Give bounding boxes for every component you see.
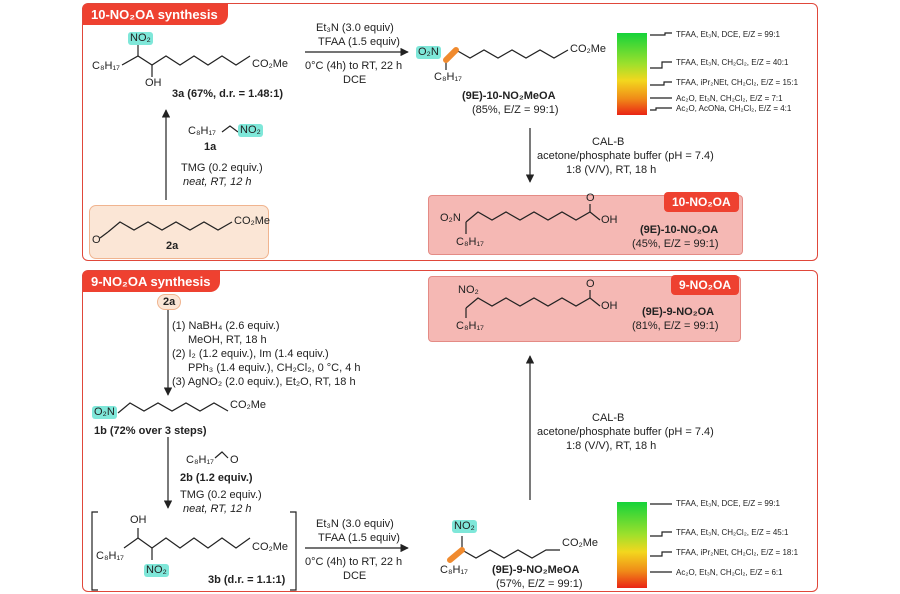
ester9-name: (9E)-9-NO₂MeOA	[492, 564, 580, 576]
ez-top-4: Ac₂O, Et₃N, CH₂Cl₂, E/Z = 7:1	[676, 94, 783, 103]
ald-o: O	[230, 454, 239, 466]
int-c8-label: C₈H₁₇	[92, 60, 120, 72]
cond2-line3: 0°C (4h) to RT, 22 h	[305, 60, 403, 72]
ester-c8: C₈H₁₇	[434, 71, 462, 83]
cond5-line2: TFAA (1.5 equiv)	[318, 532, 400, 544]
cond5-line3: 0°C (4h) to RT, 22 h	[305, 556, 403, 568]
cond2-line4: DCE	[343, 74, 367, 86]
reagent-1a-label: 1a	[204, 141, 217, 153]
prod9-c8: C₈H₁₇	[456, 320, 484, 332]
ez-top-5: Ac₂O, AcONa, CH₂Cl₂, E/Z = 4:1	[676, 104, 792, 113]
prod-name: (9E)-10-NO₂OA	[640, 224, 719, 236]
cond4-line2: neat, RT, 12 h	[183, 503, 252, 515]
panel-title: 10-NO₂OA synthesis	[83, 4, 228, 25]
ez-top-3: TFAA, iPr₂NEt, CH₂Cl₂, E/Z = 15:1	[676, 78, 799, 87]
ester-o2n: O₂N	[416, 46, 441, 59]
ez-bot-3: TFAA, iPr₂NEt, CH₂Cl₂, E/Z = 18:1	[676, 548, 799, 557]
cond3-line1: CAL-B	[592, 136, 625, 148]
ez-gradient-bottom	[617, 502, 647, 588]
prod9-oh: OH	[601, 300, 618, 312]
cond5-line1: Et₃N (3.0 equiv)	[316, 518, 394, 530]
prod9-o: O	[586, 278, 595, 290]
cond2-line2: TFAA (1.5 equiv)	[318, 36, 400, 48]
ez-top-2: TFAA, Et₃N, CH₂Cl₂, E/Z = 40:1	[676, 58, 789, 67]
prod9-yield: (81%, E/Z = 99:1)	[632, 320, 719, 332]
product-badge-10: 10-NO₂OA	[664, 192, 739, 212]
b1-ester: CO₂Me	[230, 399, 267, 411]
ester9-yield: (57%, E/Z = 99:1)	[496, 578, 583, 590]
steps-line5: (3) AgNO₂ (2.0 equiv.), Et₂O, RT, 18 h	[172, 376, 356, 388]
ester9-c8: C₈H₁₇	[440, 564, 468, 576]
ester-yield: (85%, E/Z = 99:1)	[472, 104, 559, 116]
sm-o: O	[92, 234, 101, 246]
int-3b-no2: NO₂	[144, 564, 169, 577]
b1-o2n: O₂N	[92, 406, 117, 419]
cond6-line2: acetone/phosphate buffer (pH = 7.4)	[537, 426, 714, 438]
int-3a-caption: 3a (67%, d.r. = 1.48:1)	[172, 88, 283, 100]
int-3b-caption: 3b (d.r. = 1.1:1)	[208, 574, 286, 586]
prod-oh: OH	[601, 214, 618, 226]
int-ester-label: CO₂Me	[252, 58, 289, 70]
prod-yield: (45%, E/Z = 99:1)	[632, 238, 719, 250]
ester9-co2me: CO₂Me	[562, 537, 599, 549]
sm-ester: CO₂Me	[234, 215, 271, 227]
product-badge-9: 9-NO₂OA	[671, 275, 740, 295]
ez-gradient-top	[617, 33, 647, 115]
prod-o2n: O₂N	[440, 212, 461, 224]
cond3-line3: 1:8 (V/V), RT, 18 h	[566, 164, 657, 176]
ester-name: (9E)-10-NO₂MeOA	[462, 90, 556, 102]
int-3b-oh: OH	[130, 514, 147, 526]
b1-label: 1b (72% over 3 steps)	[94, 425, 207, 437]
int-3b-c8: C₈H₁₇	[96, 550, 124, 562]
sm-2a-label: 2a	[166, 240, 179, 252]
ez-top-1: TFAA, Et₃N, DCE, E/Z = 99:1	[676, 30, 780, 39]
panel-title: 9-NO₂OA synthesis	[83, 271, 221, 292]
int-no2-label: NO₂	[128, 32, 153, 45]
bond-3a	[121, 55, 251, 66]
ester9-no2: NO₂	[452, 520, 477, 533]
steps-line1: (1) NaBH₄ (2.6 equiv.)	[172, 320, 280, 332]
prod-c8: C₈H₁₇	[456, 236, 484, 248]
prod-o: O	[586, 192, 595, 204]
cond3-line2: acetone/phosphate buffer (pH = 7.4)	[537, 150, 714, 162]
cond2-line1: Et₃N (3.0 equiv)	[316, 22, 394, 34]
int-3b-ester: CO₂Me	[252, 541, 289, 553]
starting-material-box	[89, 205, 269, 259]
steps-line3: (2) I₂ (1.2 equiv.), Im (1.4 equiv.)	[172, 348, 329, 360]
sm-2a-circle: 2a	[157, 294, 182, 310]
cond1-line2: neat, RT, 12 h	[183, 176, 252, 188]
cond6-line1: CAL-B	[592, 412, 625, 424]
ald-label: 2b (1.2 equiv.)	[180, 472, 253, 484]
int-oh-label: OH	[145, 77, 162, 89]
panel-10-no2oa: 10-NO₂OA synthesis	[82, 3, 818, 261]
bond-2a	[107, 221, 233, 233]
ester-co2me: CO₂Me	[570, 43, 607, 55]
cond1-line1: TMG (0.2 equiv.)	[181, 162, 263, 174]
ald-c8: C₈H₁₇	[186, 454, 214, 466]
cond4-line1: TMG (0.2 equiv.)	[180, 489, 262, 501]
reagent-1a-no2: NO₂	[238, 124, 263, 137]
panel-9-no2oa: 9-NO₂OA synthesis	[82, 270, 818, 592]
cond6-line3: 1:8 (V/V), RT, 18 h	[566, 440, 657, 452]
ez-bot-2: TFAA, Et₃N, CH₂Cl₂, E/Z = 45:1	[676, 528, 789, 537]
ez-bot-1: TFAA, Et₃N, DCE, E/Z = 99:1	[676, 499, 780, 508]
prod9-no2: NO₂	[458, 284, 479, 296]
steps-line4: PPh₃ (1.4 equiv.), CH₂Cl₂, 0 °C, 4 h	[188, 362, 361, 374]
steps-line2: MeOH, RT, 18 h	[188, 334, 267, 346]
cond5-line4: DCE	[343, 570, 367, 582]
prod9-name: (9E)-9-NO₂OA	[642, 306, 715, 318]
ez-bot-4: Ac₂O, Et₃N, CH₂Cl₂, E/Z = 6:1	[676, 568, 783, 577]
reagent-1a-c8: C₈H₁₇	[188, 125, 216, 137]
